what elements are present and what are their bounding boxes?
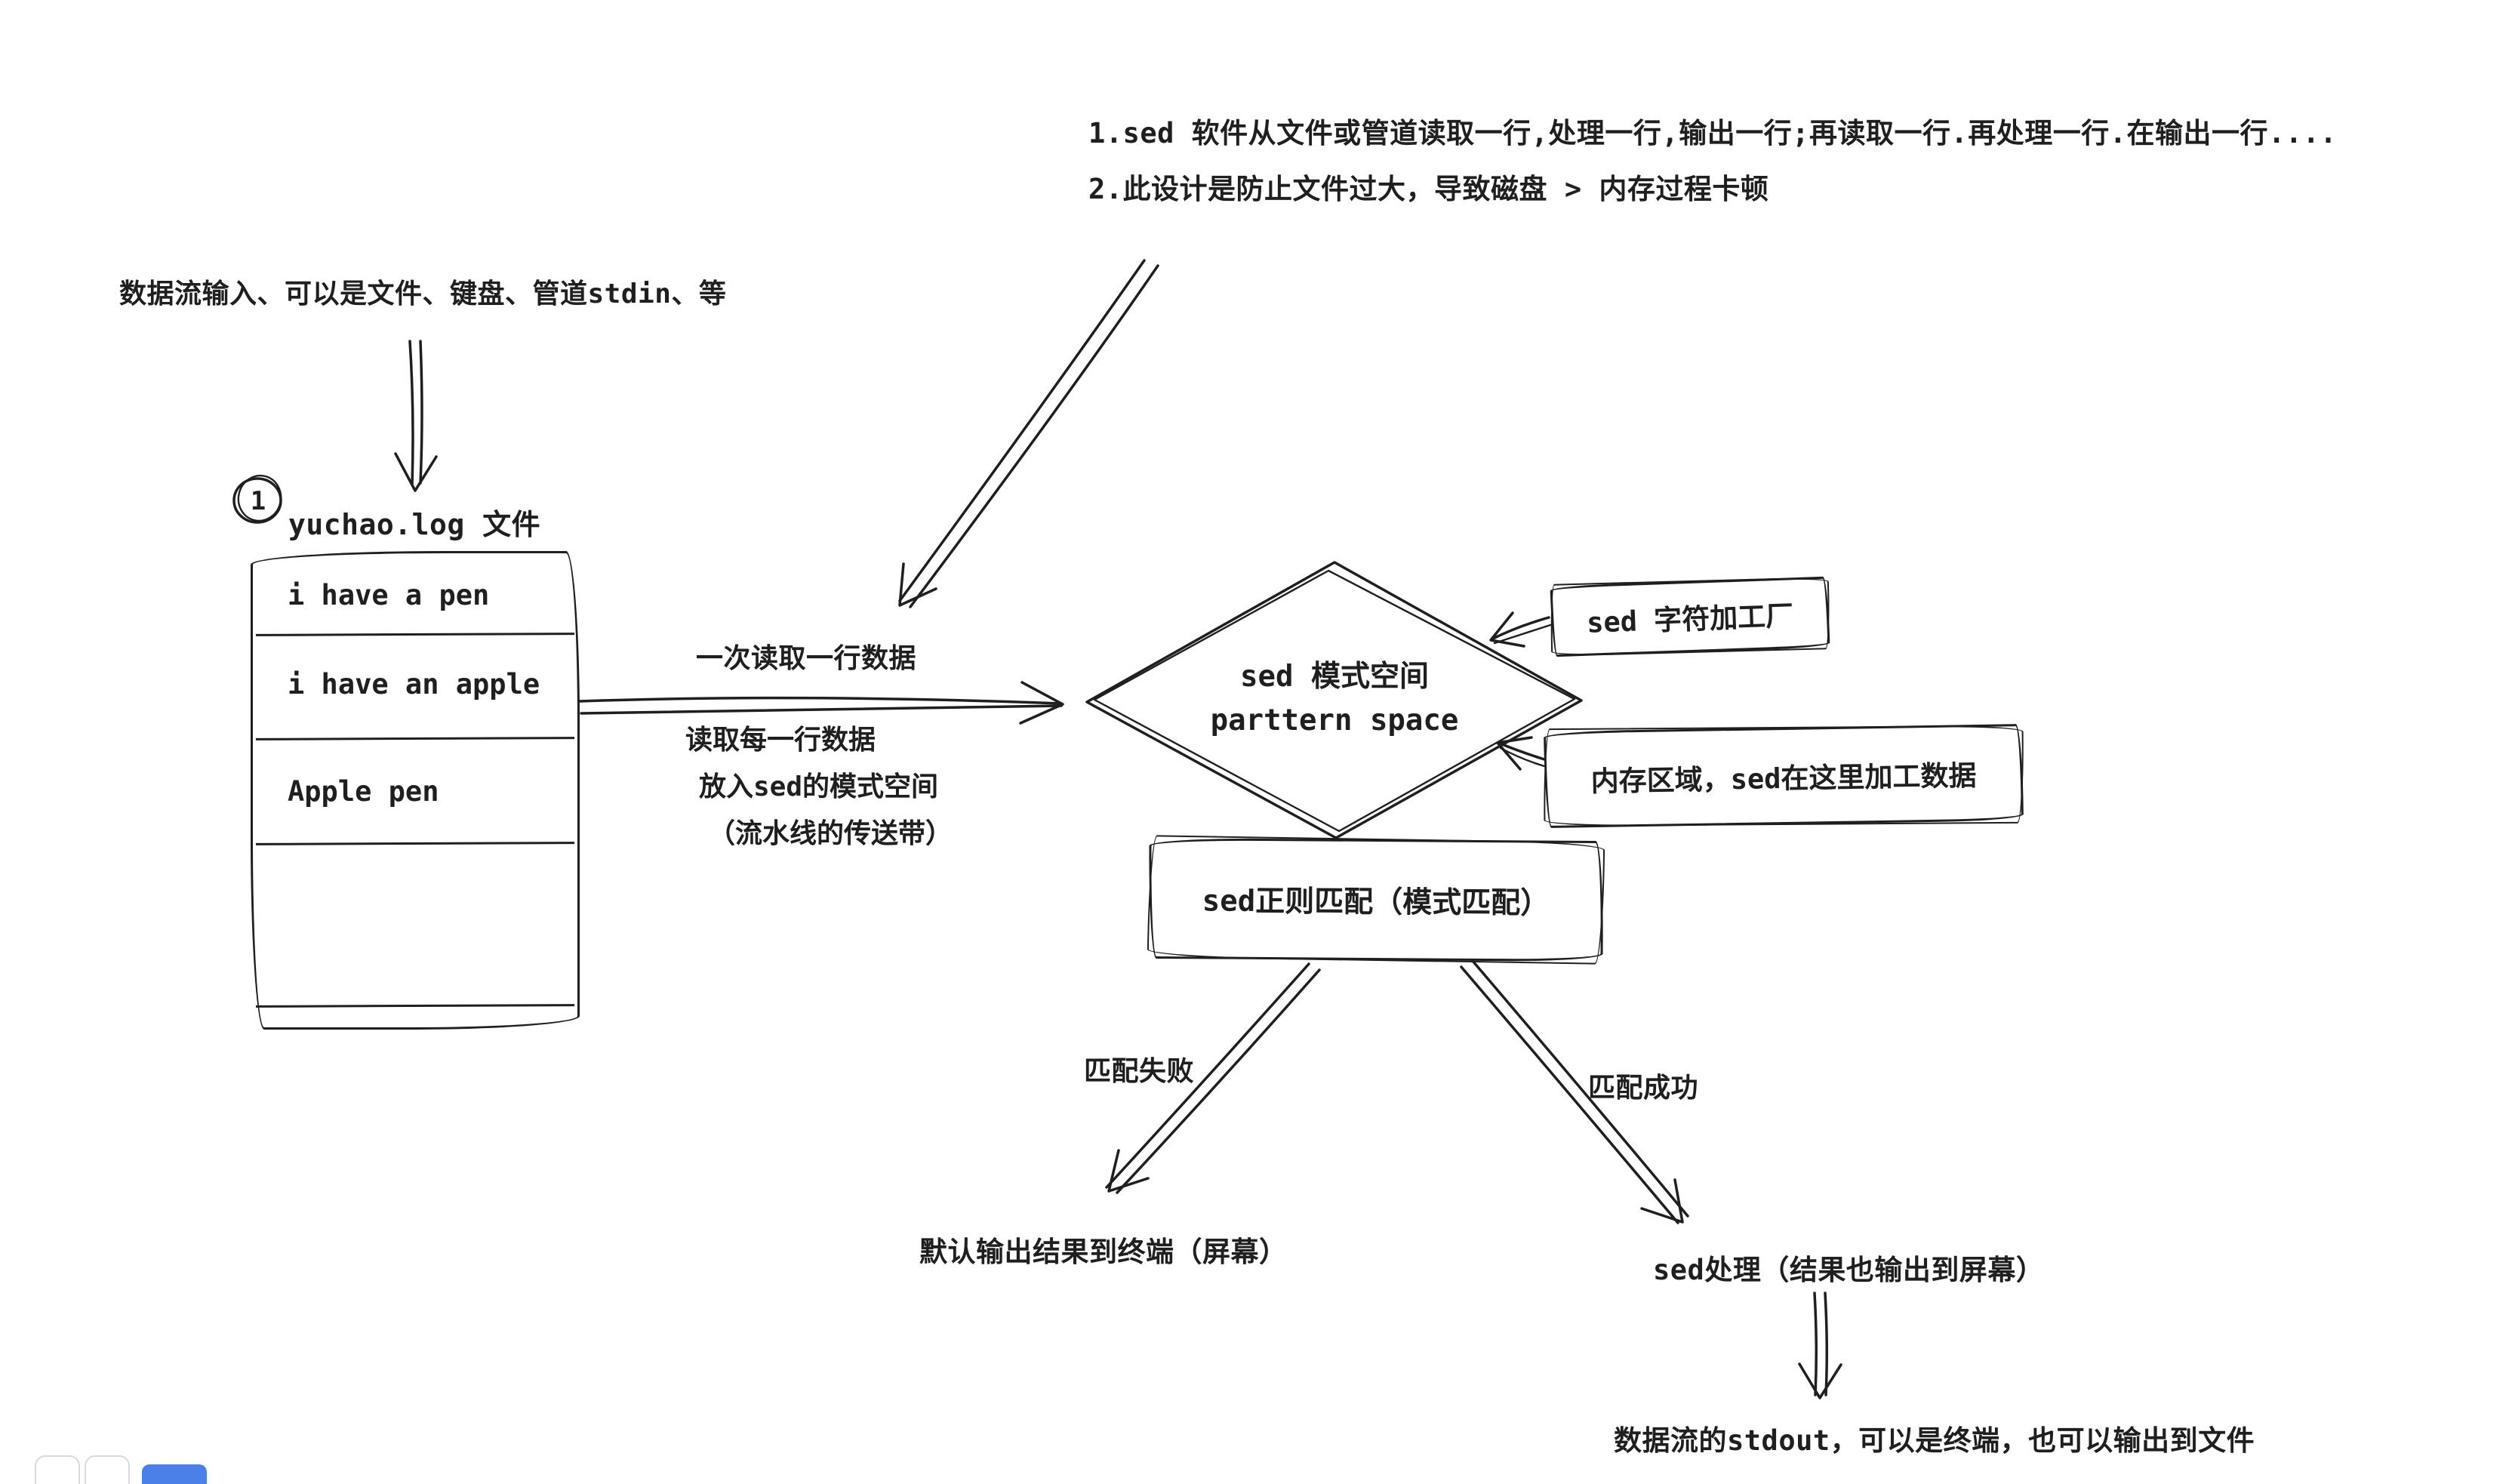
step-badge: 1	[250, 486, 266, 516]
factory-label: sed 字符加工厂	[1586, 599, 1794, 639]
toolbar-primary-button[interactable]	[142, 1464, 207, 1484]
stdout-label: 数据流的stdout，可以是终端，也可以输出到文件	[1614, 1424, 2255, 1457]
memory-box: 内存区域，sed在这里加工数据	[1544, 724, 2024, 828]
fail-result-label: 默认输出结果到终端（屏幕）	[919, 1236, 1288, 1268]
file-title: yuchao.log 文件	[288, 508, 541, 541]
file-row-divider	[255, 737, 575, 740]
read-arrow-subline: （流水线的传送带）	[708, 818, 953, 849]
note-line-1: 1.sed 软件从文件或管道读取一行,处理一行,输出一行;再读取一行.再处理一行…	[1088, 117, 2338, 149]
pattern-space-line-2: parttern space	[1210, 704, 1459, 737]
success-arrow	[1460, 959, 1689, 1224]
file-row: i have a pen	[288, 579, 490, 611]
toolbar-button[interactable]	[35, 1455, 80, 1484]
note-line-2: 2.此设计是防止文件过大，导致磁盘 > 内存过程卡顿	[1088, 173, 1769, 205]
read-arrow	[578, 681, 1064, 725]
regex-match-box: sed正则匹配（模式匹配）	[1148, 837, 1604, 962]
regex-match-label: sed正则匹配（模式匹配）	[1202, 884, 1550, 921]
file-row-divider	[255, 633, 575, 636]
pattern-space-diamond	[1085, 561, 1583, 839]
pattern-space-line-1: sed 模式空间	[1240, 660, 1429, 694]
read-arrow-label: 一次读取一行数据	[696, 643, 917, 674]
memory-label: 内存区域，sed在这里加工数据	[1590, 759, 1977, 799]
fail-branch-label: 匹配失败	[1084, 1056, 1195, 1087]
file-row-divider	[255, 1004, 575, 1008]
fail-arrow	[1105, 962, 1321, 1194]
file-row: Apple pen	[288, 775, 439, 808]
read-arrow-subline: 放入sed的模式空间	[699, 771, 939, 802]
file-row-divider	[255, 842, 575, 845]
note-arrow	[898, 259, 1159, 608]
factory-box: sed 字符加工厂	[1550, 576, 1830, 657]
factory-arrow	[1489, 611, 1552, 648]
success-branch-label: 匹配成功	[1588, 1073, 1699, 1104]
read-arrow-subline: 读取每一行数据	[685, 725, 876, 756]
read-arrow-sublabel: 读取每一行数据 放入sed的模式空间 （流水线的传送带）	[685, 717, 953, 857]
file-box: i have a pen i have an apple Apple pen	[251, 551, 580, 1030]
success-result-label: sed处理（结果也输出到屏幕）	[1653, 1254, 2045, 1286]
toolbar-button[interactable]	[85, 1455, 130, 1484]
input-stream-label: 数据流输入、可以是文件、键盘、管道stdin、等	[119, 279, 727, 309]
file-row: i have an apple	[288, 668, 540, 700]
stdout-arrow	[1798, 1292, 1842, 1399]
pattern-space-label: sed 模式空间 parttern space	[1182, 655, 1487, 743]
memory-arrow	[1496, 736, 1546, 771]
input-arrow	[394, 340, 438, 492]
badge-circle	[232, 474, 282, 524]
